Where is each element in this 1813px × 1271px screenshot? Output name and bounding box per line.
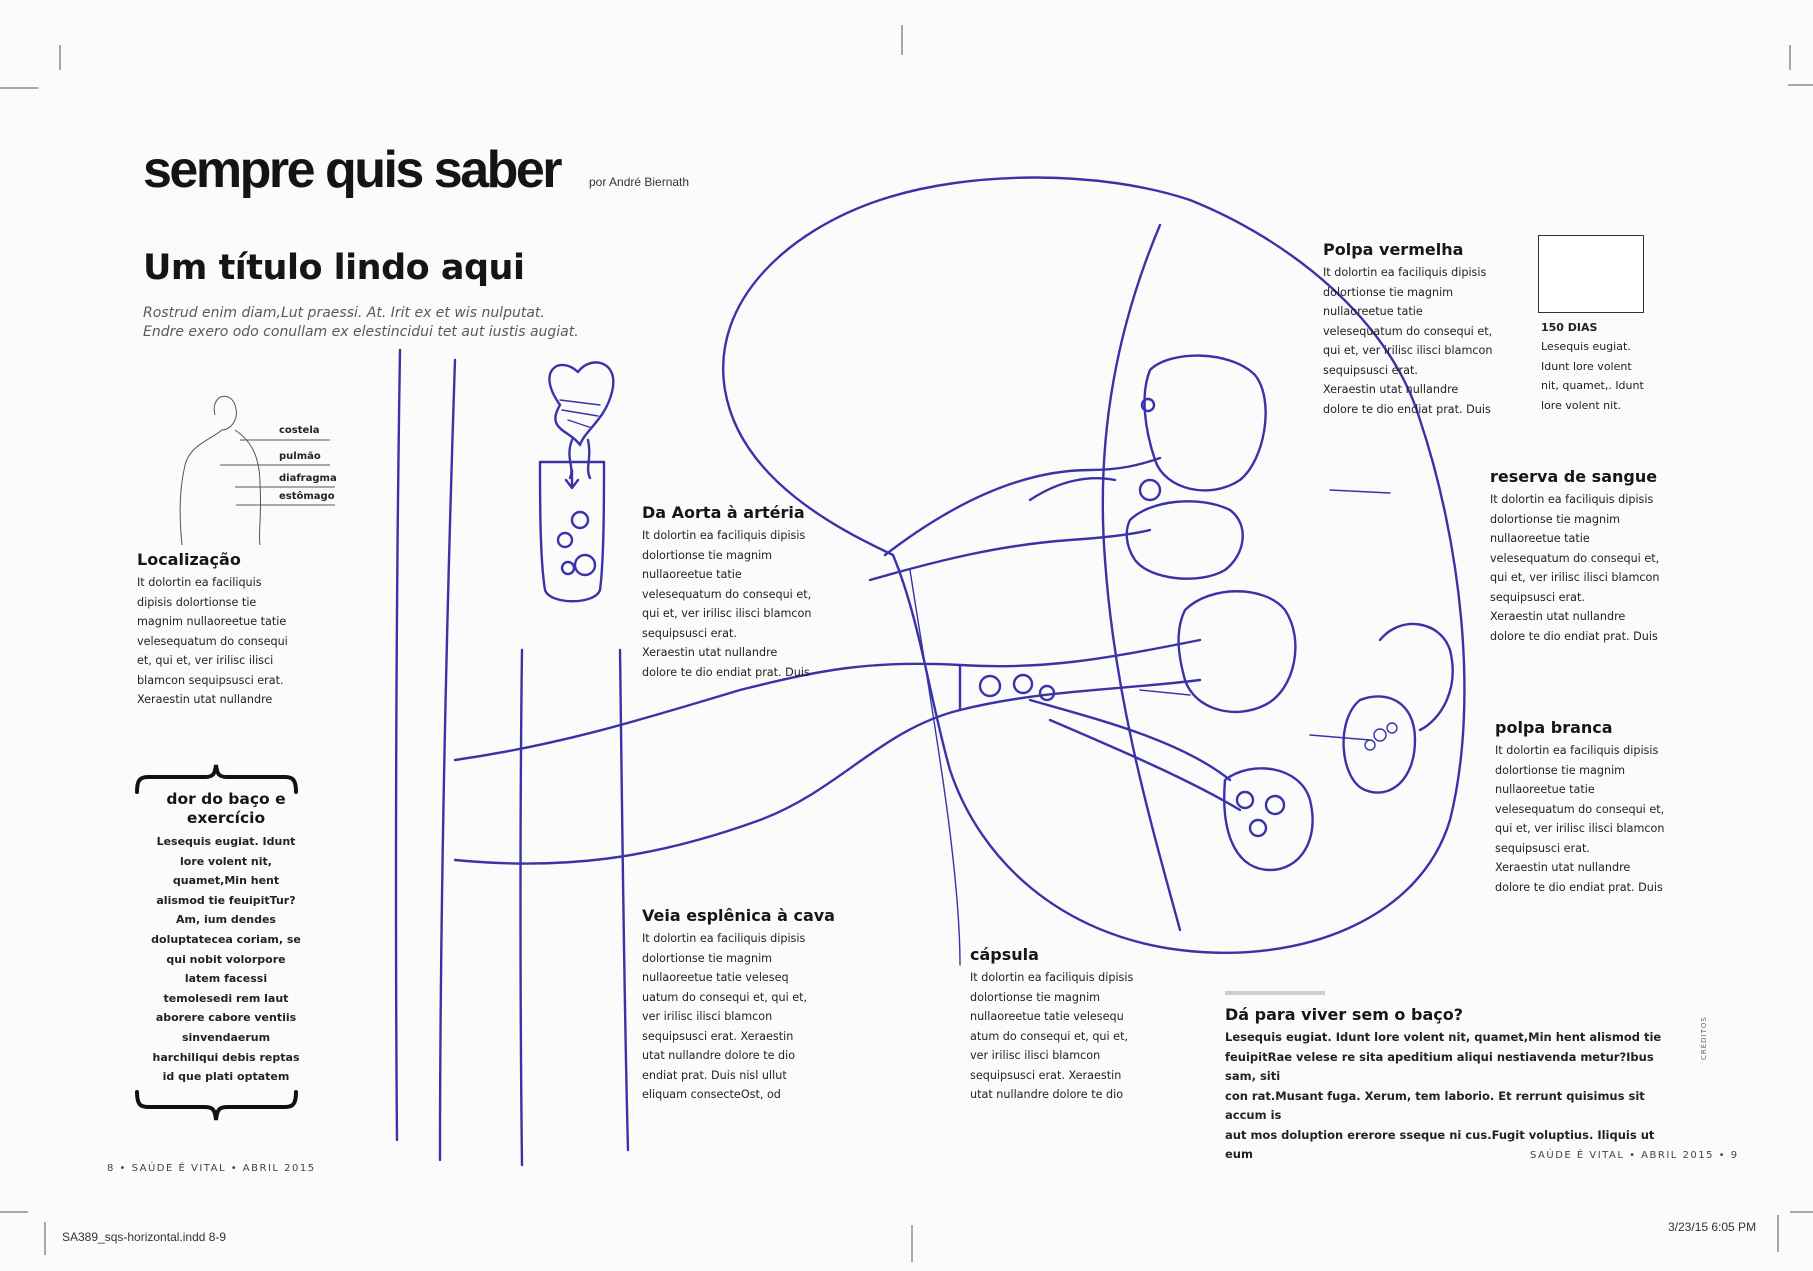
tube-cell [570, 510, 590, 530]
section-viver-sem-baco: Dá para viver sem o baço? Lesequis eugia… [1225, 1005, 1685, 1165]
pointer-line [1309, 734, 1371, 741]
section-body: It dolortin ea faciliquis dipisis dolort… [137, 576, 288, 706]
section-title: Polpa vermelha [1323, 240, 1464, 259]
spleen-lobule [1378, 622, 1454, 732]
section-title: Dá para viver sem o baço? [1225, 1005, 1463, 1024]
tube-cell [556, 531, 574, 549]
lobule-cell [1264, 794, 1286, 816]
small-cell [1138, 478, 1162, 502]
section-body: It dolortin ea faciliquis dipisis dolort… [1495, 744, 1665, 894]
branch-vessel [1028, 698, 1232, 782]
label-diafragma: diafragma [279, 473, 337, 484]
tube-cell [560, 560, 576, 576]
slug-filename: SA389_sqs-horizontal.indd 8-9 [62, 1230, 227, 1244]
callout-150-dias: 150 DIAS Lesequis eugiat. Idunt lore vol… [1541, 321, 1671, 415]
callout-text: Lesequis eugiat. Idunt lore volent nit, … [1541, 340, 1644, 412]
vein-cell [1012, 673, 1034, 695]
article-headline: Um título lindo aqui [143, 248, 525, 288]
vein-cell [1038, 684, 1056, 702]
splenic-vessel [868, 528, 1152, 582]
section-polpa-vermelha: Polpa vermelha It dolortin ea faciliquis… [1323, 240, 1523, 419]
tube-cell [573, 553, 597, 577]
brace-bottom [135, 1090, 298, 1121]
folio-right: SAÚDE É VITAL • ABRIL 2015 • 9 [1530, 1150, 1739, 1161]
branch-vessel [1048, 718, 1242, 812]
body-figure [179, 395, 335, 545]
spleen-lobule [1125, 500, 1244, 580]
pointer-line [1139, 689, 1191, 696]
spleen-lobule [1223, 767, 1314, 872]
section-reserva: reserva de sangue It dolortin ea faciliq… [1490, 467, 1690, 646]
test-tube [538, 460, 606, 603]
folio-left: 8 • SAÚDE É VITAL • ABRIL 2015 [107, 1163, 316, 1174]
splenic-vein-upper [453, 638, 1202, 762]
section-polpa-branca: polpa branca It dolortin ea faciliquis d… [1495, 718, 1695, 897]
callout-number: 150 DIAS [1541, 321, 1598, 334]
spleen-lobule [1143, 354, 1267, 492]
white-pulp-cell [1373, 728, 1387, 742]
section-capsula: cápsula It dolortin ea faciliquis dipisi… [970, 945, 1170, 1105]
slug-date: 3/23/15 6:05 PM [1668, 1220, 1757, 1234]
sidebar-body: Lesequis eugiat. Idunt lore volent nit, … [151, 835, 301, 1084]
image-placeholder-box [1538, 235, 1644, 313]
section-title: Localização [137, 550, 241, 569]
sidebar-title: dor do baço e exercício [166, 790, 286, 827]
byline: por André Biernath [589, 175, 690, 189]
tube-arrow [564, 468, 580, 490]
article-deck: Rostrud enim diam,Lut praessi. At. Irit … [143, 305, 579, 340]
aorta-line-2 [618, 648, 630, 1152]
splenic-vessel [883, 456, 1162, 557]
section-title: polpa branca [1495, 718, 1613, 737]
sidebar-exercise: dor do baço e exercício Lesequis eugiat.… [150, 790, 302, 1087]
vena-cava-line-2 [438, 358, 457, 1162]
section-body: Lesequis eugiat. Idunt lore volent nit, … [1225, 1030, 1662, 1161]
section-body: It dolortin ea faciliquis dipisis dolort… [1490, 493, 1660, 643]
capsule-line [909, 569, 961, 966]
splenic-vessel [1028, 477, 1117, 502]
aorta-line-1 [519, 648, 524, 1167]
white-pulp-cell [1386, 722, 1398, 734]
vein-cell [978, 674, 1002, 698]
heart-shape [548, 361, 615, 447]
pointer-line [1329, 489, 1391, 494]
spread-title: sempre quis saber [143, 141, 563, 199]
small-cell [1140, 397, 1156, 413]
section-body: It dolortin ea faciliquis dipisis dolort… [970, 971, 1134, 1101]
heart-shading [559, 399, 601, 429]
section-aorta: Da Aorta à artéria It dolortin ea facili… [642, 503, 842, 682]
lobule-cell [1235, 790, 1255, 810]
section-veia: Veia esplênica à cava It dolortin ea fac… [642, 906, 842, 1105]
label-costela: costela [279, 425, 320, 436]
sidebar-brace-frame [135, 764, 298, 1121]
section-title: cápsula [970, 945, 1039, 964]
section-title: reserva de sangue [1490, 467, 1658, 486]
section-body: It dolortin ea faciliquis dipisis dolort… [642, 529, 812, 679]
section-body: It dolortin ea faciliquis dipisis dolort… [642, 932, 808, 1101]
label-pulmao: pulmão [279, 451, 321, 462]
label-estomago: estômago [279, 491, 335, 502]
splenic-vein-lower [453, 678, 1202, 865]
vena-cava-line-1 [394, 348, 402, 1142]
spleen-boundary [1101, 223, 1182, 932]
section-body: It dolortin ea faciliquis dipisis dolort… [1323, 266, 1493, 416]
section-title: Veia esplênica à cava [642, 906, 835, 925]
section-rule [1225, 991, 1325, 995]
organ-outline [722, 176, 1466, 954]
section-localizacao: Localização It dolortin ea faciliquis di… [137, 550, 312, 710]
spleen-lobule [1342, 695, 1417, 794]
section-title: Da Aorta à artéria [642, 503, 805, 522]
lobule-cell [1248, 818, 1268, 838]
spleen-lobule [1177, 590, 1297, 713]
brace-top [135, 764, 298, 794]
